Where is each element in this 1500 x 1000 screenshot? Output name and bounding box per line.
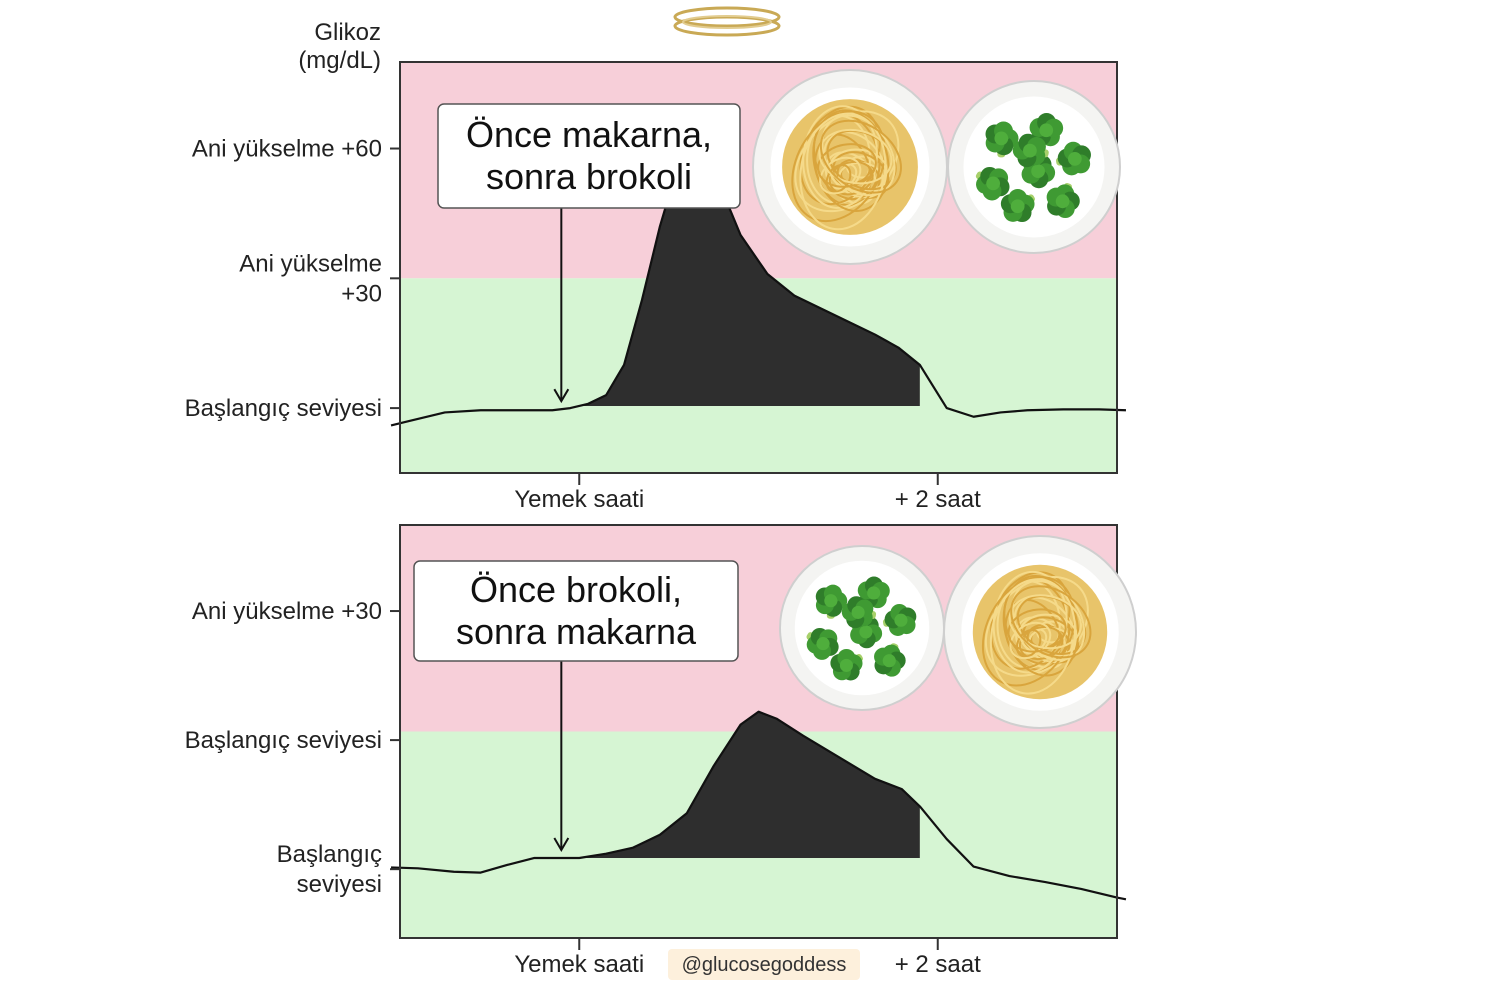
y-tick-label: Ani yükselme +60 <box>192 136 382 163</box>
pasta-bowl-icon <box>752 69 948 265</box>
plot-frame <box>399 524 1118 939</box>
broccoli-bowl-icon <box>779 545 945 711</box>
x-tick-label: Yemek saati <box>514 486 644 513</box>
x-tick-label: Yemek saati <box>514 951 644 978</box>
glucose-line <box>391 710 1127 901</box>
y-tick-label: Başlangıç seviyesi <box>185 395 382 422</box>
title-box <box>413 560 739 662</box>
glucose-area <box>579 711 920 858</box>
x-tick-label: + 2 saat <box>895 486 981 513</box>
y-tick-label: Ani yükselme+30 <box>239 250 382 307</box>
halo-icon <box>673 6 781 37</box>
glucose-area <box>579 144 920 406</box>
y-tick-label: Ani yükselme +30 <box>192 598 382 625</box>
arrow-head <box>553 837 570 852</box>
pasta-bowl-icon <box>943 535 1137 729</box>
broccoli-bowl-icon <box>947 80 1121 254</box>
chart-title: Önce makarna,sonra brokoli <box>466 114 712 197</box>
credit-badge: @glucosegoddess <box>668 949 860 980</box>
arrow-head <box>553 388 570 404</box>
y-tick-label: Başlangıç seviyesi <box>185 727 382 754</box>
x-tick-label: + 2 saat <box>895 951 981 978</box>
chart-title: Önce brokoli,sonra makarna <box>456 569 697 652</box>
title-box <box>437 103 741 209</box>
credit-text: @glucosegoddess <box>682 954 847 976</box>
plot-frame <box>399 61 1118 474</box>
y-axis-title: Glikoz(mg/dL) <box>298 19 381 74</box>
